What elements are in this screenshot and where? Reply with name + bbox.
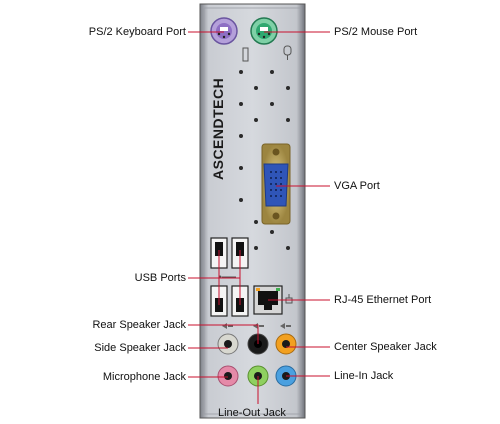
ps2-mouse-port — [250, 17, 278, 45]
leader-lines — [188, 31, 330, 404]
vga-port-label: VGA Port — [334, 180, 380, 192]
line-out-jack-label: Line-Out Jack — [218, 407, 286, 419]
rear-speaker-jack-label: Rear Speaker Jack — [92, 319, 186, 331]
microphone-jack-label: Microphone Jack — [102, 371, 186, 383]
usb-ports-label: USB Ports — [134, 272, 186, 284]
ps2-keyboard-port-label: PS/2 Keyboard Port — [88, 26, 186, 38]
brand-text: ASCENDTECH — [210, 78, 226, 180]
rj45-ethernet-port-label: RJ-45 Ethernet Port — [334, 294, 432, 306]
line-in-jack-label: Line-In Jack — [334, 370, 394, 382]
center-speaker-jack-label: Center Speaker Jack — [334, 341, 437, 353]
side-speaker-jack-label: Side Speaker Jack — [94, 342, 186, 354]
vga-port — [261, 143, 291, 225]
keyboard-symbol-icon — [242, 47, 249, 62]
microphone-jack — [217, 365, 239, 387]
mouse-symbol-icon — [283, 45, 292, 60]
ps2-keyboard-port — [210, 17, 238, 45]
side-speaker-jack — [217, 333, 239, 355]
ps2-mouse-port-label: PS/2 Mouse Port — [334, 26, 418, 38]
center-speaker-jack — [275, 333, 297, 355]
leader-rear-speaker — [188, 324, 259, 344]
